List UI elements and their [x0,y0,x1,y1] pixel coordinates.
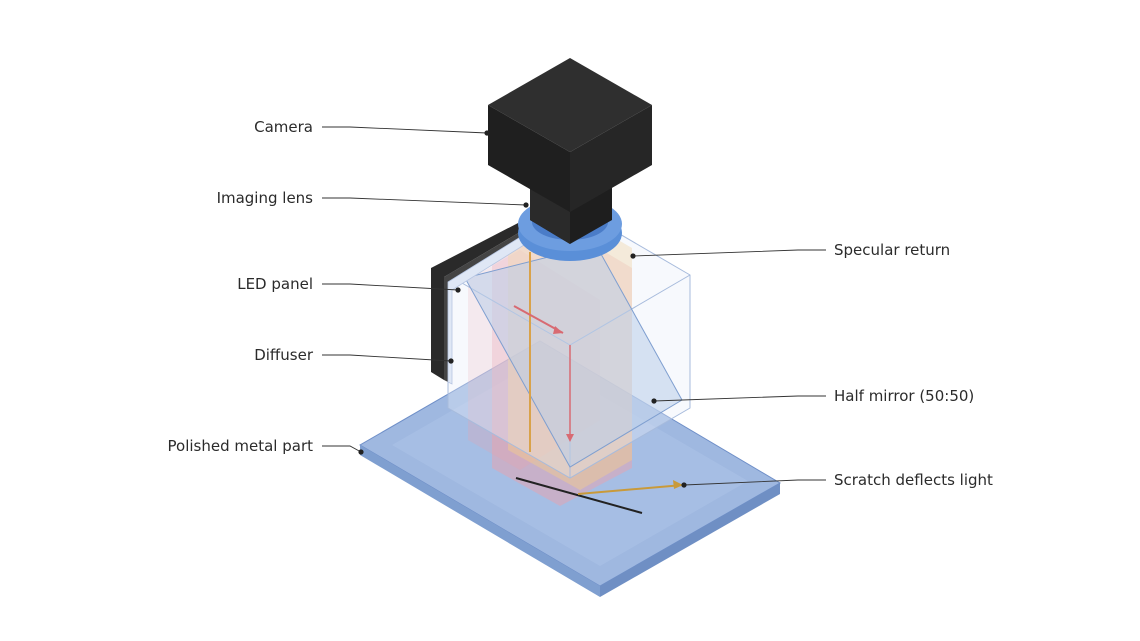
optical-rays [513,252,574,452]
diffuser-leader [322,354,452,362]
half-mirror-label: Half mirror (50:50) [834,387,975,405]
scratch-label: Scratch deflects light [834,471,993,489]
camera [488,58,652,244]
led-panel-label: LED panel [237,275,313,293]
camera-leader [322,126,488,134]
imaging-lens-label: Imaging lens [216,189,313,207]
deflected-ray-arrow [673,480,683,489]
imaging-lens-leader [322,197,527,206]
incident-ray-arrow [553,326,563,334]
camera-label: Camera [254,118,313,136]
specular-return-leader [632,249,826,257]
deflected-ray [577,484,684,495]
half-mirror-leader [653,395,826,402]
polished-metal-part-label: Polished metal part [167,437,313,455]
leader-lines [322,126,826,486]
diffuser-label: Diffuser [254,346,313,364]
led-panel [431,222,522,382]
scratch-leader [683,479,826,486]
downward-ray-arrow [566,434,574,442]
leader-dots [358,130,687,488]
specular-return-label: Specular return [834,241,951,259]
metal-part-leader [322,445,362,453]
scratch [515,477,684,514]
led-panel-leader [322,283,459,291]
